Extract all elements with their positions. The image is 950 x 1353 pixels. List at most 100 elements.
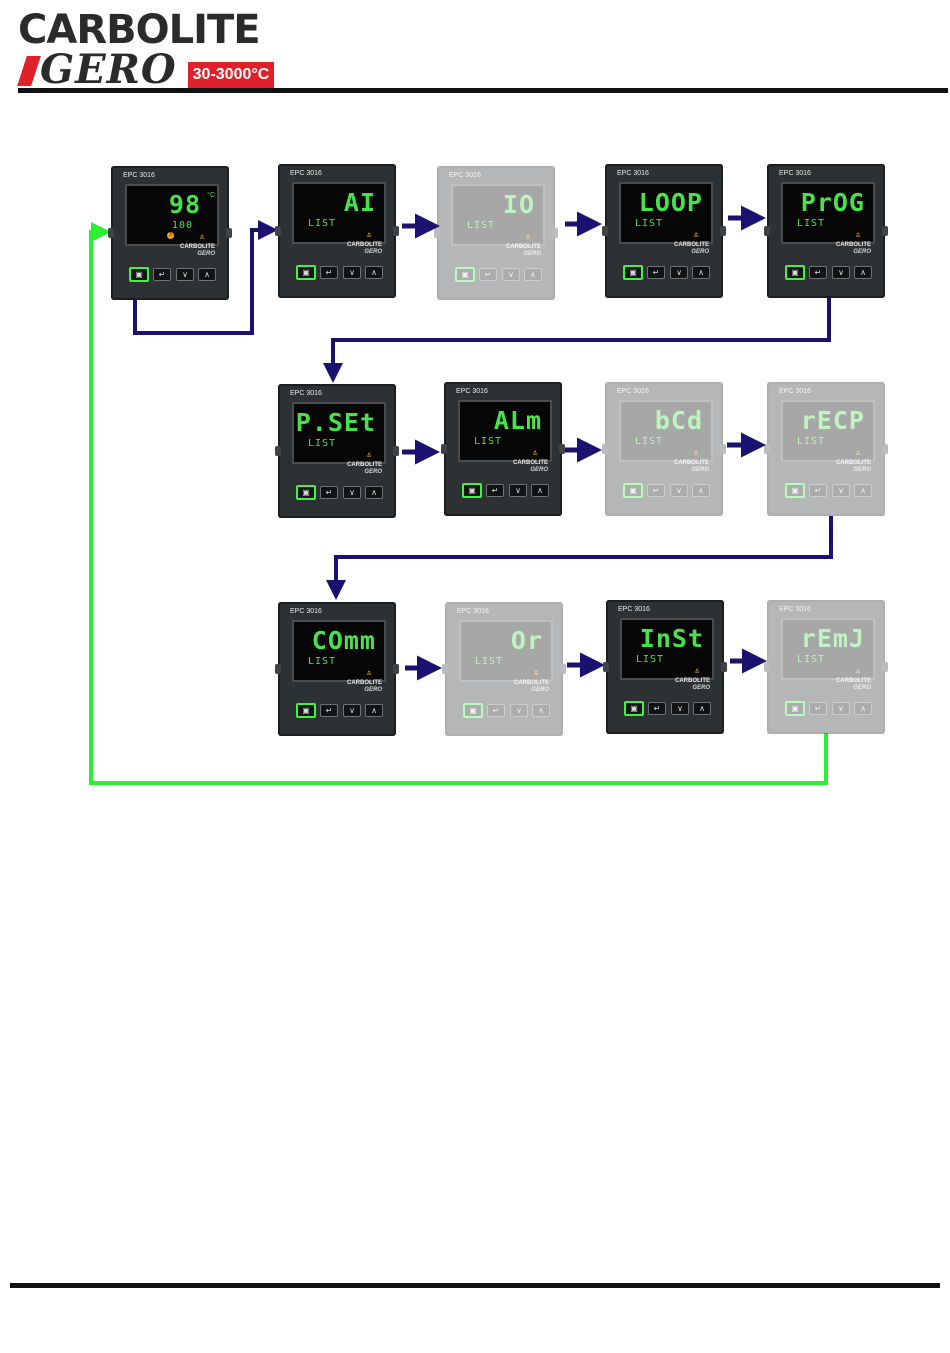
side-knob-right [393,446,399,456]
logo-brand-top: CARBOLITE [18,7,261,53]
enter-button[interactable]: ↵ [320,704,338,717]
page-button[interactable]: ▣ [624,701,644,716]
brand-sub: GERO [364,469,382,475]
up-button[interactable]: ∧ [854,702,872,715]
page-button[interactable]: ▣ [623,483,643,498]
up-button[interactable]: ∧ [532,704,550,717]
side-knob-left [275,664,281,674]
enter-button[interactable]: ↵ [487,704,505,717]
page-button[interactable]: ▣ [296,485,316,500]
side-knob-right [882,444,888,454]
brand-name: CARBOLITE [836,242,871,248]
down-button[interactable]: ∨ [343,486,361,499]
up-button[interactable]: ∧ [365,486,383,499]
down-button[interactable]: ∨ [670,266,688,279]
mode-icon: ≛ [855,233,861,240]
up-button[interactable]: ∧ [693,702,711,715]
list-label: LIST [308,438,337,449]
up-button[interactable]: ∧ [524,268,542,281]
down-button[interactable]: ∨ [832,266,850,279]
arrow-return-to-home [89,222,828,785]
enter-button[interactable]: ↵ [647,266,665,279]
side-knob-left [764,226,770,236]
enter-button[interactable]: ↵ [809,702,827,715]
brand-sub: GERO [853,467,871,473]
model-label: EPC 3016 [449,172,481,179]
brand-name: CARBOLITE [347,462,382,468]
mode-icon: ≛ [533,671,539,678]
brand-name: CARBOLITE [180,244,215,250]
page-button[interactable]: ▣ [785,483,805,498]
unit-label: °C [207,192,215,199]
down-button[interactable]: ∨ [510,704,528,717]
enter-button[interactable]: ↵ [320,266,338,279]
brand-sub: GERO [691,249,709,255]
up-button[interactable]: ∧ [198,268,216,281]
enter-button[interactable]: ↵ [479,268,497,281]
arrow-recp-to-comm [326,516,833,600]
side-knob-left [764,444,770,454]
page-button[interactable]: ▣ [785,265,805,280]
up-button[interactable]: ∧ [365,704,383,717]
enter-button[interactable]: ↵ [153,268,171,281]
model-label: EPC 3016 [290,390,322,397]
side-knob-left [108,228,114,238]
brand-sub: GERO [853,685,871,691]
down-button[interactable]: ∨ [343,704,361,717]
down-button[interactable]: ∨ [509,484,527,497]
brand-name: CARBOLITE [836,678,871,684]
page-button[interactable]: ▣ [296,703,316,718]
page-button[interactable]: ▣ [463,703,483,718]
model-label: EPC 3016 [617,388,649,395]
enter-button[interactable]: ↵ [648,702,666,715]
brand-sub: GERO [853,249,871,255]
down-button[interactable]: ∨ [502,268,520,281]
list-header-value: LOOP [638,188,703,217]
page-button[interactable]: ▣ [785,701,805,716]
side-knob-right [560,664,566,674]
page-button[interactable]: ▣ [623,265,643,280]
enter-button[interactable]: ↵ [486,484,504,497]
side-knob-right [720,444,726,454]
enter-button[interactable]: ↵ [809,266,827,279]
list-label: LIST [308,656,337,667]
model-label: EPC 3016 [618,606,650,613]
down-button[interactable]: ∨ [832,484,850,497]
page-button[interactable]: ▣ [462,483,482,498]
enter-button[interactable]: ↵ [647,484,665,497]
brand-name: CARBOLITE [347,680,382,686]
enter-button[interactable]: ↵ [320,486,338,499]
down-button[interactable]: ∨ [832,702,850,715]
down-button[interactable]: ∨ [176,268,194,281]
down-button[interactable]: ∨ [670,484,688,497]
down-button[interactable]: ∨ [671,702,689,715]
page-button[interactable]: ▣ [455,267,475,282]
brand-name: CARBOLITE [675,678,710,684]
list-label: LIST [797,436,826,447]
up-button[interactable]: ∧ [854,484,872,497]
list-header-value: COmm [311,626,376,655]
down-button[interactable]: ∨ [343,266,361,279]
up-button[interactable]: ∧ [365,266,383,279]
list-header-value: rECP [800,406,865,435]
page-button[interactable]: ▣ [129,267,149,282]
up-button[interactable]: ∧ [531,484,549,497]
up-button[interactable]: ∧ [854,266,872,279]
list-header-value: PrOG [800,188,865,217]
up-button[interactable]: ∧ [692,266,710,279]
enter-button[interactable]: ↵ [809,484,827,497]
up-button[interactable]: ∧ [692,484,710,497]
page-button[interactable]: ▣ [296,265,316,280]
mode-icon: ≛ [855,669,861,676]
